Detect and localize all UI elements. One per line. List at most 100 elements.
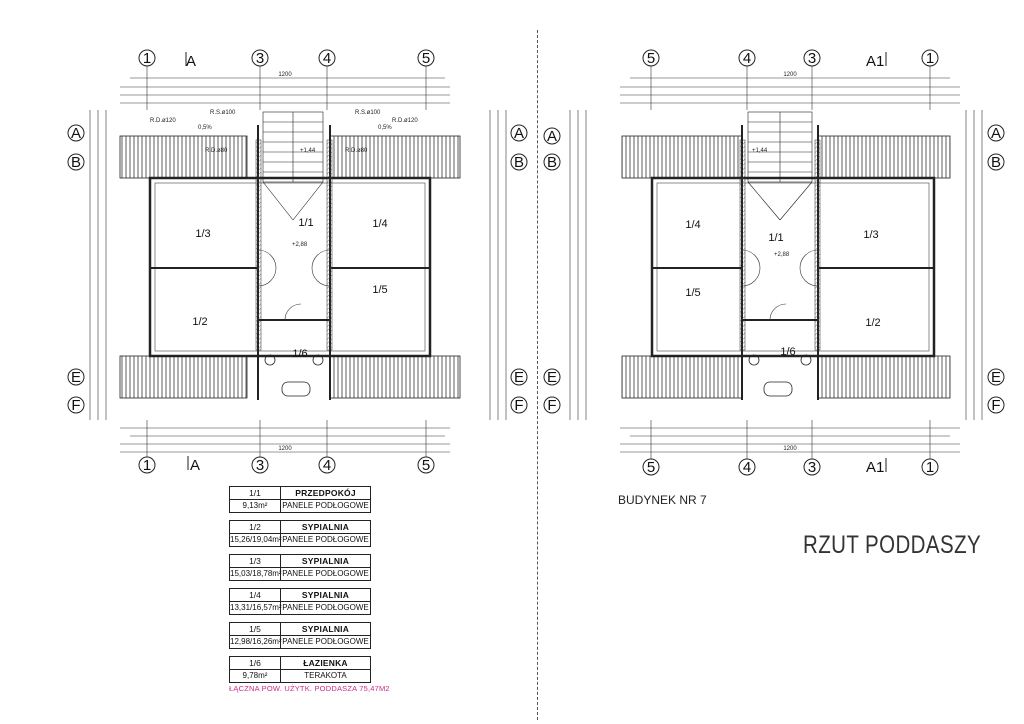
room-id: 1/1	[230, 487, 281, 499]
level-mark: +2,88	[292, 242, 308, 248]
room-id: 1/2	[230, 521, 281, 533]
svg-text:0,5%: 0,5%	[198, 125, 212, 131]
room-label: 1/3	[195, 228, 210, 240]
svg-text:B: B	[71, 154, 81, 171]
room-schedule: 1/1 PRZEDPOKÓJ 9,13m² PANELE PODŁOGOWE 1…	[229, 486, 371, 690]
svg-text:F: F	[71, 397, 80, 414]
right-side-axes: A B E F A B E F	[543, 124, 1005, 414]
right-top-axes: 5 4 3 1 A1	[642, 49, 939, 70]
room-floor: PANELE PODŁOGOWE	[282, 535, 369, 544]
right-plan: 5 4 3 1 A1 5 4 3 1 A1 A B	[543, 49, 1005, 476]
room-floor: PANELE PODŁOGOWE	[282, 637, 369, 646]
svg-text:R.D.ø80: R.D.ø80	[205, 148, 228, 154]
svg-text:0,5%: 0,5%	[378, 125, 392, 131]
room-id: 1/5	[230, 623, 281, 635]
room-label: 1/2	[192, 316, 207, 328]
room-name: ŁAZIENKA	[303, 658, 348, 668]
section-mark-top: A1	[866, 53, 884, 70]
axis-label: 3	[256, 50, 264, 67]
axis-label: 1	[926, 50, 934, 67]
room-label: 1/4	[372, 218, 387, 230]
axis-label: 5	[422, 50, 430, 67]
overall-dimension: 1200	[278, 72, 292, 78]
svg-text:A: A	[71, 125, 81, 142]
axis-label: 4	[743, 50, 751, 67]
building-number: BUDYNEK NR 7	[618, 493, 707, 507]
room-label: 1/5	[372, 284, 387, 296]
right-dimension-lines	[569, 66, 983, 459]
room-label: 1/6	[780, 346, 795, 358]
overall-dimension-bottom: 1200	[783, 446, 797, 452]
drawing-title: RZUT PODDASZY	[803, 531, 982, 559]
section-mark-top: A	[186, 53, 196, 70]
room-area: 9,13m²	[230, 500, 281, 512]
axis-label: 1	[143, 50, 151, 67]
room-area: 15,26/19,04m²	[230, 534, 282, 546]
room-schedule-entry: 1/2 SYPIALNIA 15,26/19,04m² PANELE PODŁO…	[229, 520, 371, 547]
room-name: SYPIALNIA	[301, 522, 350, 532]
room-floor: PANELE PODŁOGOWE	[282, 501, 369, 510]
svg-text:R.D.ø80: R.D.ø80	[345, 148, 368, 154]
axis-label: 3	[808, 50, 816, 67]
left-top-axes: 1 3 4 5 A	[138, 49, 435, 70]
left-plan: 1 3 4 5 A 1 3 4 5 A A B	[67, 49, 528, 474]
left-side-axes: A B E F A B E F	[67, 124, 528, 414]
overall-dimension: 1200	[783, 72, 797, 78]
room-area: 12,98/16,26m²	[230, 636, 282, 648]
svg-text:F: F	[991, 397, 1000, 414]
room-label: 1/1	[768, 232, 783, 244]
room-schedule-entry: 1/3 SYPIALNIA 15,03/18,78m² PANELE PODŁO…	[229, 554, 371, 581]
room-area: 13,31/16,57m²	[230, 602, 282, 614]
room-schedule-entry: 1/5 SYPIALNIA 12,98/16,26m² PANELE PODŁO…	[229, 622, 371, 649]
axis-label: 3	[256, 457, 264, 474]
total-usable-area: ŁĄCZNA POW. UŻYTK. PODDASZA 75,47M2	[229, 684, 390, 693]
section-mark-bottom: A	[190, 457, 200, 474]
axis-label: 1	[926, 459, 934, 476]
axis-label: 5	[647, 50, 655, 67]
svg-text:A: A	[514, 125, 524, 142]
svg-text:B: B	[514, 154, 524, 171]
section-mark-bottom: A1	[866, 459, 884, 476]
room-id: 1/3	[230, 555, 281, 567]
room-label: 1/2	[865, 317, 880, 329]
room-label: 1/4	[685, 219, 700, 231]
room-name: PRZEDPOKÓJ	[295, 488, 356, 498]
room-schedule-entry: 1/4 SYPIALNIA 13,31/16,57m² PANELE PODŁO…	[229, 588, 371, 615]
room-area: 15,03/18,78m²	[230, 568, 282, 580]
room-id: 1/4	[230, 589, 281, 601]
svg-text:A: A	[547, 128, 557, 145]
room-label: 1/3	[863, 229, 878, 241]
level-mark: +2,88	[774, 252, 790, 258]
room-schedule-entry: 1/1 PRZEDPOKÓJ 9,13m² PANELE PODŁOGOWE	[229, 486, 371, 513]
svg-text:R.S.ø100: R.S.ø100	[355, 110, 381, 116]
left-dimension-lines	[89, 66, 507, 457]
svg-text:F: F	[547, 397, 556, 414]
room-schedule-entry: 1/6 ŁAZIENKA 9,78m² TERAKOTA	[229, 656, 371, 683]
room-label: 1/1	[298, 217, 313, 229]
svg-text:B: B	[991, 154, 1001, 171]
svg-text:E: E	[71, 369, 81, 386]
level-mark: +1,44	[752, 148, 768, 154]
right-bottom-axes: 5 4 3 1 A1	[642, 458, 939, 476]
overall-dimension-bottom: 1200	[278, 446, 292, 452]
axis-label: 5	[647, 459, 655, 476]
svg-text:E: E	[514, 369, 524, 386]
room-label: 1/6	[292, 348, 307, 360]
axis-label: 4	[743, 459, 751, 476]
svg-text:B: B	[547, 154, 557, 171]
sheet-divider	[537, 30, 538, 720]
level-mark: +1,44	[300, 148, 316, 154]
room-floor: TERAKOTA	[304, 671, 347, 680]
svg-text:R.D.ø120: R.D.ø120	[150, 118, 176, 124]
svg-text:F: F	[514, 397, 523, 414]
room-area: 9,78m²	[230, 670, 281, 682]
room-name: SYPIALNIA	[301, 624, 350, 634]
room-floor: PANELE PODŁOGOWE	[282, 603, 369, 612]
axis-label: 4	[323, 457, 331, 474]
room-name: SYPIALNIA	[301, 556, 350, 566]
left-bottom-axes: 1 3 4 5 A	[138, 456, 435, 474]
axis-label: 1	[143, 457, 151, 474]
room-label: 1/5	[685, 287, 700, 299]
room-name: SYPIALNIA	[301, 590, 350, 600]
